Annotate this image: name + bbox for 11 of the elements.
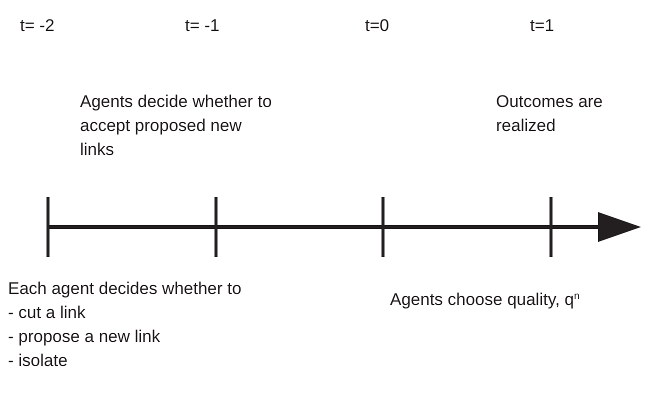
- list-item: - isolate: [8, 350, 69, 372]
- time-label: t=1: [530, 15, 556, 37]
- time-label: t= -2: [20, 15, 56, 37]
- stage-description: Agents choose quality, q$^{n}$: [390, 289, 581, 311]
- list-item: - propose a new link: [8, 326, 162, 348]
- stage-description: Outcomes are realized: [496, 91, 604, 137]
- list-item: - cut a link: [8, 302, 86, 324]
- stage-description: Agents decide whether to accept proposed new links: [80, 91, 273, 161]
- time-label: t=0: [365, 15, 390, 37]
- stage-description: Each agent decides whether to: [8, 278, 242, 300]
- time-label: t= -1: [185, 15, 220, 37]
